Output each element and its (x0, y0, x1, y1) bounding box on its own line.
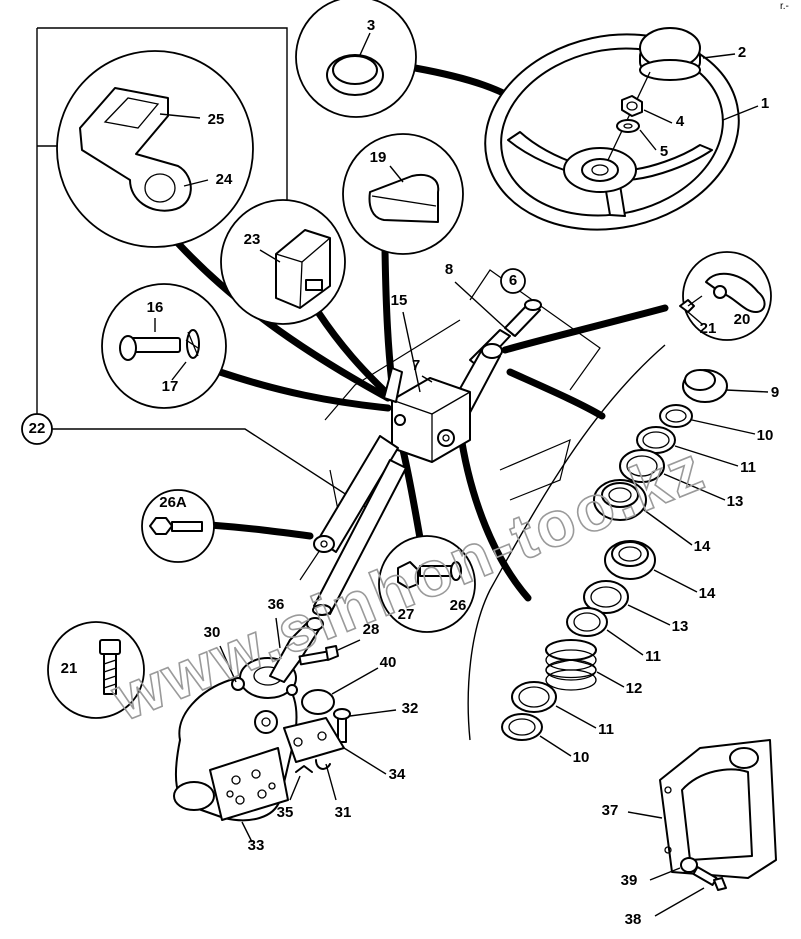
part-13-washer-lower (583, 580, 671, 626)
group-22-bracket (36, 27, 371, 511)
part-10-circlip-lower (501, 713, 572, 757)
part-label-37: 37 (602, 802, 619, 819)
part-label-20: 20 (734, 311, 751, 328)
callout-23-block (220, 199, 346, 325)
part-label-35: 35 (277, 804, 294, 821)
part-label-26A: 26A (159, 494, 187, 511)
part-label-5: 5 (660, 143, 668, 160)
part-label-3: 3 (367, 17, 375, 34)
part-label-21a: 21 (700, 320, 717, 337)
callout-3-plug (295, 0, 417, 118)
part-label-2: 2 (738, 44, 746, 61)
part-label-22: 22 (29, 420, 46, 437)
part-label-23: 23 (244, 231, 261, 248)
part-12-spring (545, 639, 625, 691)
part-label-9: 9 (771, 384, 779, 401)
part-label-38: 38 (625, 911, 642, 928)
bolt-32 (333, 708, 397, 743)
label-ring-6 (500, 268, 526, 294)
callout-26-27-bolt-nut (378, 535, 476, 633)
callout-connector-bands (171, 64, 669, 602)
part-10-circlip-upper (659, 404, 756, 435)
part-label-4: 4 (676, 113, 685, 130)
part-label-34: 34 (389, 766, 406, 783)
washer-39-bolt-38 (649, 857, 727, 917)
part-label-11c: 11 (598, 721, 614, 738)
callout-20-21-lever (679, 251, 772, 341)
part-label-27: 27 (398, 606, 415, 623)
part-number-labels: 1234567891011131414131112111015161719202… (29, 17, 780, 928)
part-label-39: 39 (621, 872, 638, 889)
part-9-boot (682, 369, 769, 403)
washer-40 (301, 667, 379, 715)
part-label-7: 7 (412, 357, 420, 374)
steering-column (312, 281, 542, 616)
part-label-33: 33 (248, 837, 265, 854)
part-label-16: 16 (147, 299, 164, 316)
part-label-19: 19 (370, 149, 387, 166)
reservoir-37 (627, 739, 777, 879)
part-label-14b: 14 (699, 585, 716, 602)
part-label-24: 24 (216, 171, 233, 188)
part-14-bearing-upper (593, 479, 693, 546)
nut-washer (616, 95, 759, 151)
horn-cap (639, 27, 736, 81)
part-13-washer-upper (619, 449, 726, 501)
clip-35-pin-31 (289, 763, 337, 801)
part-label-36: 36 (268, 596, 285, 613)
bearing-stack-arc (467, 344, 666, 741)
part-label-25: 25 (208, 111, 225, 128)
part-label-17: 17 (162, 378, 179, 395)
callout-16-17-bolt (101, 283, 227, 409)
steering-valve-unit (173, 617, 324, 843)
callout-26A-bolt (141, 489, 215, 563)
part-label-12: 12 (626, 680, 643, 697)
bearing-stack (501, 369, 769, 757)
cap-axis-line (607, 71, 651, 161)
part-label-13b: 13 (672, 618, 689, 635)
part-label-10a: 10 (757, 427, 774, 444)
part-label-15: 15 (391, 292, 408, 309)
callout-21-bolt (47, 621, 145, 719)
part-label-26: 26 (450, 597, 467, 614)
part-label-8: 8 (445, 261, 453, 278)
part-label-40: 40 (380, 654, 397, 671)
column-housing-outline (299, 269, 601, 581)
part-11-washer-middle (566, 607, 644, 656)
plate-34 (283, 717, 387, 775)
part-label-1: 1 (761, 95, 769, 112)
callout-24-25-bracket (56, 50, 254, 248)
part-14-bearing-lower (604, 540, 698, 593)
part-label-13a: 13 (727, 493, 744, 510)
part-label-31: 31 (335, 804, 352, 821)
bolt-28 (298, 639, 361, 666)
corner-mark: r.- (780, 1, 789, 12)
steering-wheel (484, 33, 740, 231)
part-label-10b: 10 (573, 749, 590, 766)
part-label-21b: 21 (61, 660, 78, 677)
part-label-11a: 11 (740, 459, 756, 476)
part-label-32: 32 (402, 700, 419, 717)
circled-label-rings (21, 268, 526, 445)
part-label-14a: 14 (694, 538, 711, 555)
part-label-6: 6 (509, 272, 517, 289)
part-label-30: 30 (204, 624, 221, 641)
label-ring-22 (21, 413, 53, 445)
part-label-11b: 11 (645, 648, 661, 665)
part-label-28: 28 (363, 621, 380, 638)
part-11-washer-lower (511, 681, 597, 729)
callout-19-knob (342, 133, 464, 255)
